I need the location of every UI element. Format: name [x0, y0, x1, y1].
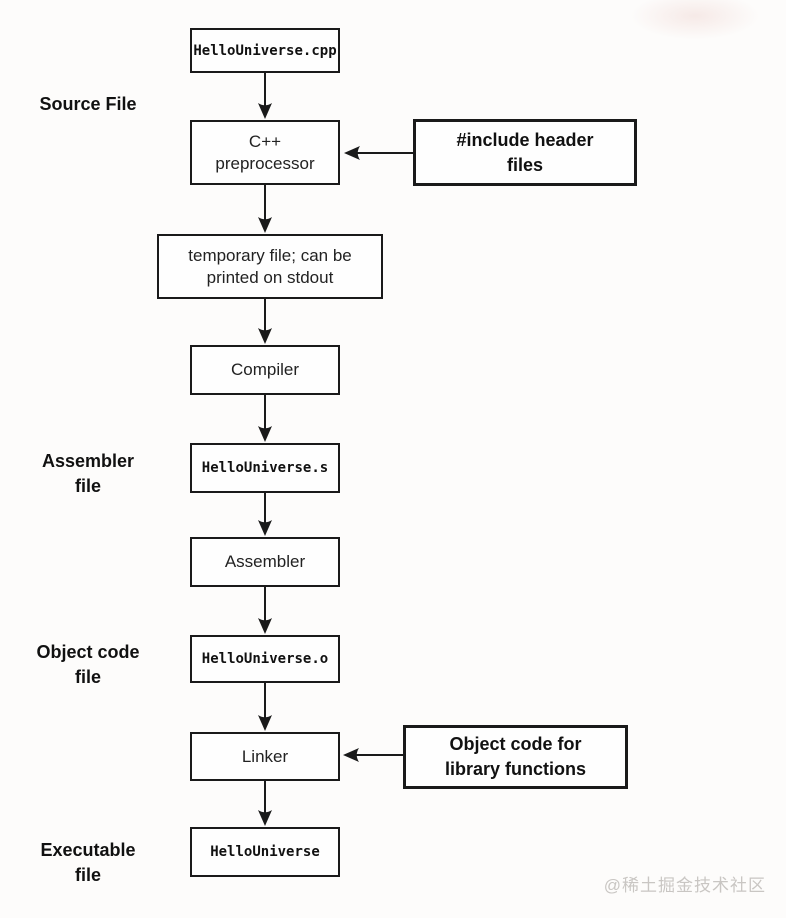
arrow-source-to-preprocessor — [258, 73, 272, 119]
arrow-tempfile-to-compiler — [258, 299, 272, 344]
label-executable-file: Executable file — [40, 840, 136, 885]
node-assembly-file: HelloUniverse.s — [190, 443, 340, 493]
node-executable: HelloUniverse — [190, 827, 340, 877]
arrow-preprocessor-to-tempfile — [258, 185, 272, 233]
node-object-file: HelloUniverse.o — [190, 635, 340, 683]
arrow-libraries-to-linker — [343, 748, 403, 762]
arrow-compiler-to-assemblyfile — [258, 395, 272, 442]
node-temporary-file: temporary file; can be printed on stdout — [157, 234, 383, 299]
arrow-assembler-to-objectfile — [258, 587, 272, 634]
arrow-headers-to-preprocessor — [344, 146, 413, 160]
node-linker: Linker — [190, 732, 340, 781]
arrow-linker-to-executable — [258, 781, 272, 826]
node-preprocessor: C++ preprocessor — [190, 120, 340, 185]
label-assembler-file: Assembler file — [41, 451, 135, 496]
node-assembler: Assembler — [190, 537, 340, 587]
node-compiler: Compiler — [190, 345, 340, 395]
node-source-file: HelloUniverse.cpp — [190, 28, 340, 73]
watermark-text: @稀土掘金技术社区 — [603, 876, 766, 895]
label-object-code-file: Object code file — [36, 642, 140, 687]
callout-include-headers: #include header files — [413, 119, 637, 186]
label-source-file: Source File — [39, 94, 137, 114]
arrow-assemblyfile-to-assembler — [258, 493, 272, 536]
arrow-objectfile-to-linker — [258, 683, 272, 731]
callout-object-code-libraries: Object code for library functions — [403, 725, 628, 789]
